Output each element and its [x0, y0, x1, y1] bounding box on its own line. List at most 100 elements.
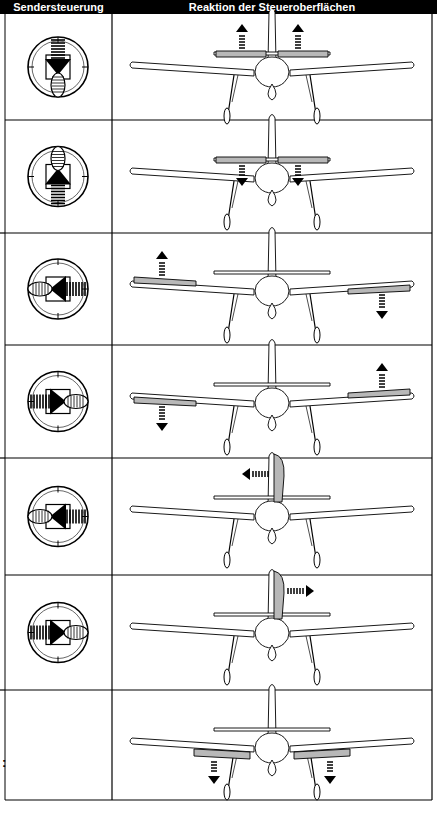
rudder: [274, 454, 284, 502]
aileron: [134, 397, 196, 406]
stick-arrow: [28, 504, 85, 530]
stick-arrow: [45, 147, 71, 204]
arrow-stripe: [30, 626, 32, 640]
arrow-stripe: [51, 203, 65, 205]
arrow-stripe: [39, 395, 41, 409]
wheel: [314, 327, 320, 343]
arrow-stripe: [295, 168, 301, 170]
arrow-head: [156, 251, 168, 259]
left-wing: [130, 168, 254, 182]
arrow-stripe: [78, 282, 80, 296]
stick-knob: [51, 73, 65, 97]
knob-ring: [48, 283, 49, 295]
gear-door: [232, 636, 238, 663]
arrow-stripe: [51, 48, 65, 50]
row-divider: [5, 799, 432, 800]
arrow-stripe: [84, 510, 86, 524]
movement-arrow: [236, 166, 248, 186]
arrow-stripe: [379, 374, 385, 376]
row-divider: [5, 457, 432, 458]
wheel: [224, 439, 230, 455]
knob-ring: [45, 511, 46, 523]
gear-door: [306, 294, 312, 321]
wheel: [224, 784, 230, 800]
arrow-stripe: [295, 44, 301, 46]
column-header: Reaktion der Steueroberflächen: [112, 1, 432, 14]
elevator: [216, 157, 266, 163]
spinner: [268, 645, 276, 661]
fuselage: [255, 618, 289, 648]
arrow-stripe: [69, 510, 71, 524]
spinner: [268, 415, 276, 431]
arrow-stripe: [51, 185, 65, 187]
arrow-stripe: [159, 415, 165, 417]
arrow-stripe: [239, 47, 245, 49]
stick-gimbal: [28, 603, 88, 663]
stick-knob: [28, 282, 52, 296]
arrow-stripe: [45, 395, 47, 409]
gear-door: [232, 75, 238, 102]
movement-arrow: [292, 24, 304, 48]
horizontal-stabilizer: [214, 271, 330, 274]
gear-leg: [228, 406, 234, 445]
arrow-stripe: [159, 268, 165, 270]
gimbal-tick: [58, 487, 59, 493]
arrow-stripe: [327, 764, 333, 766]
arrow-stripe: [42, 395, 44, 409]
row-divider: [5, 119, 432, 120]
knob-ring: [77, 396, 78, 408]
arrow-stripe: [379, 297, 385, 299]
knob-ring: [45, 283, 46, 295]
arrow-stripe: [75, 510, 77, 524]
wheel: [224, 214, 230, 230]
right-wing: [290, 506, 414, 520]
knob-ring: [71, 627, 72, 639]
fuselage: [255, 388, 289, 418]
arrow-head: [292, 178, 304, 186]
right-wing: [290, 168, 414, 182]
cut-text: :: [2, 756, 6, 770]
wheel: [314, 108, 320, 124]
arrow-stripe: [327, 761, 333, 763]
gear-leg: [310, 636, 316, 675]
arrow-stripe: [287, 588, 289, 594]
wheel: [224, 669, 230, 685]
arrow-stripe: [78, 510, 80, 524]
knob-ring: [36, 283, 37, 295]
arrow-head: [156, 423, 168, 431]
arrow-stripe: [51, 191, 65, 193]
movement-arrow: [156, 251, 168, 275]
arrow-stripe: [72, 510, 74, 524]
fuselage: [255, 276, 289, 306]
group-divider: [0, 457, 5, 458]
fuselage: [255, 163, 289, 193]
arrow-stripe: [81, 282, 83, 296]
arrow-stripe: [295, 165, 301, 167]
gear-leg: [310, 75, 316, 114]
arrow-stripe: [211, 770, 217, 772]
gear-door: [306, 181, 312, 208]
arrow-stripe: [327, 770, 333, 772]
gear-leg: [228, 636, 234, 675]
aileron: [348, 389, 410, 398]
rudder: [274, 571, 284, 619]
stick-gimbal: [28, 147, 88, 207]
arrow-stripe: [51, 39, 65, 41]
arrow-stripe: [327, 767, 333, 769]
stick-knob: [64, 626, 88, 640]
wheel: [314, 214, 320, 230]
knob-ring: [39, 511, 40, 523]
arrow-stripe: [51, 54, 65, 56]
arrow-stripe: [379, 383, 385, 385]
knob-ring: [48, 511, 49, 523]
knob-ring: [80, 396, 81, 408]
gear-door: [232, 519, 238, 546]
arrow-stripe: [293, 588, 295, 594]
arrow-stripe: [239, 165, 245, 167]
knob-ring: [74, 627, 75, 639]
right-wing: [290, 281, 414, 295]
row-divider: [5, 344, 432, 345]
aileron: [134, 277, 196, 286]
knob-ring: [52, 154, 64, 155]
